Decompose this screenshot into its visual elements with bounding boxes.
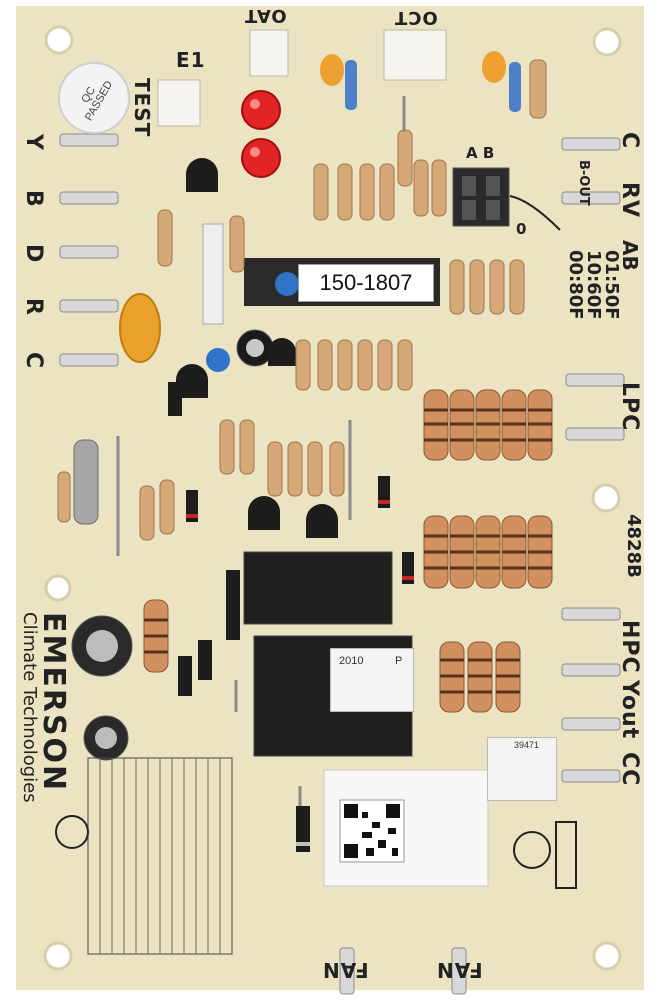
resistor-r17 bbox=[73, 439, 99, 525]
capacitor-c11 bbox=[275, 272, 299, 296]
terminal-d-label: D bbox=[21, 244, 46, 264]
jumper-zero-label: 0 bbox=[516, 220, 527, 238]
jumper-table-row-1: 01:50F bbox=[601, 250, 622, 320]
oat-label: OAT bbox=[244, 5, 287, 26]
oat-connector bbox=[249, 29, 289, 77]
relay-sticker-mark: P bbox=[395, 655, 403, 667]
fan-terminal bbox=[451, 947, 467, 995]
jumper-table-header: AB bbox=[618, 240, 642, 271]
mounting-hole bbox=[44, 574, 72, 602]
terminal-yout-label: Yout bbox=[617, 680, 642, 740]
oct-label: OCT bbox=[394, 7, 438, 28]
terminal-r-label: R bbox=[21, 298, 46, 316]
relay-sticker: 2010 P bbox=[330, 648, 414, 712]
terminal-cc-label: CC bbox=[617, 752, 642, 787]
transistors bbox=[176, 158, 338, 538]
mounting-hole bbox=[592, 941, 622, 971]
climate-technologies-text: Climate Technologies bbox=[19, 612, 40, 803]
terminal-rv-label: RV bbox=[617, 182, 642, 218]
terminal-lpc-label: LPC bbox=[617, 382, 642, 432]
b028-stamp bbox=[555, 821, 577, 889]
relay-sticker-year: 2010 bbox=[339, 655, 364, 667]
resistor-r10 bbox=[509, 62, 521, 112]
terminal-b-label: B bbox=[21, 190, 46, 208]
terminal-c-right-label: C bbox=[617, 132, 642, 150]
mounting-hole bbox=[44, 25, 74, 55]
jumper-ab-label: A B bbox=[466, 144, 495, 162]
test-label: TEST bbox=[130, 78, 154, 138]
terminal-hpc-label: HPC bbox=[617, 620, 642, 674]
chip-part-number: 150-1807 bbox=[298, 264, 434, 302]
b-out-label: B-OUT bbox=[576, 160, 591, 206]
serial-sticker-number: 39471 bbox=[514, 740, 540, 750]
qr-code bbox=[339, 799, 405, 863]
jumper-block bbox=[452, 167, 510, 227]
capacitor-c10 bbox=[206, 348, 230, 372]
mounting-hole bbox=[592, 27, 622, 57]
right-spade-terminals bbox=[561, 137, 625, 783]
left-spade-terminals bbox=[59, 133, 119, 367]
fan-label-2: FAN bbox=[436, 958, 483, 982]
terminal-c-label: C bbox=[21, 352, 46, 370]
led-ds1 bbox=[241, 90, 281, 130]
pin-header-e4 bbox=[202, 223, 224, 325]
test-header bbox=[157, 79, 201, 127]
capacitor-c2 bbox=[320, 54, 344, 86]
terminal-y-label: Y bbox=[21, 134, 46, 151]
resistor-array bbox=[57, 59, 547, 541]
mounting-hole bbox=[43, 941, 73, 971]
serial-sticker: 39471 bbox=[487, 737, 557, 801]
ul-mark bbox=[513, 831, 551, 869]
resistor-r11 bbox=[345, 60, 357, 110]
mounting-hole bbox=[591, 483, 621, 513]
diodes bbox=[168, 382, 414, 852]
led-ds2 bbox=[241, 138, 281, 178]
board-part-number: 4828B bbox=[623, 514, 644, 578]
jumper-table-row-2: 10:60F bbox=[583, 250, 604, 320]
oct-connector bbox=[383, 29, 447, 81]
e1-label: E1 bbox=[176, 48, 206, 72]
jumper-table-row-3: 00:80F bbox=[565, 250, 586, 320]
relay-k2 bbox=[243, 551, 393, 625]
capacitor-c1 bbox=[482, 51, 506, 83]
fan-terminal bbox=[339, 947, 355, 995]
varistor-rv1 bbox=[119, 293, 161, 363]
emerson-logo-text: EMERSON bbox=[36, 612, 71, 793]
ul-mark bbox=[55, 815, 89, 849]
fan-label-1: FAN bbox=[322, 958, 369, 982]
